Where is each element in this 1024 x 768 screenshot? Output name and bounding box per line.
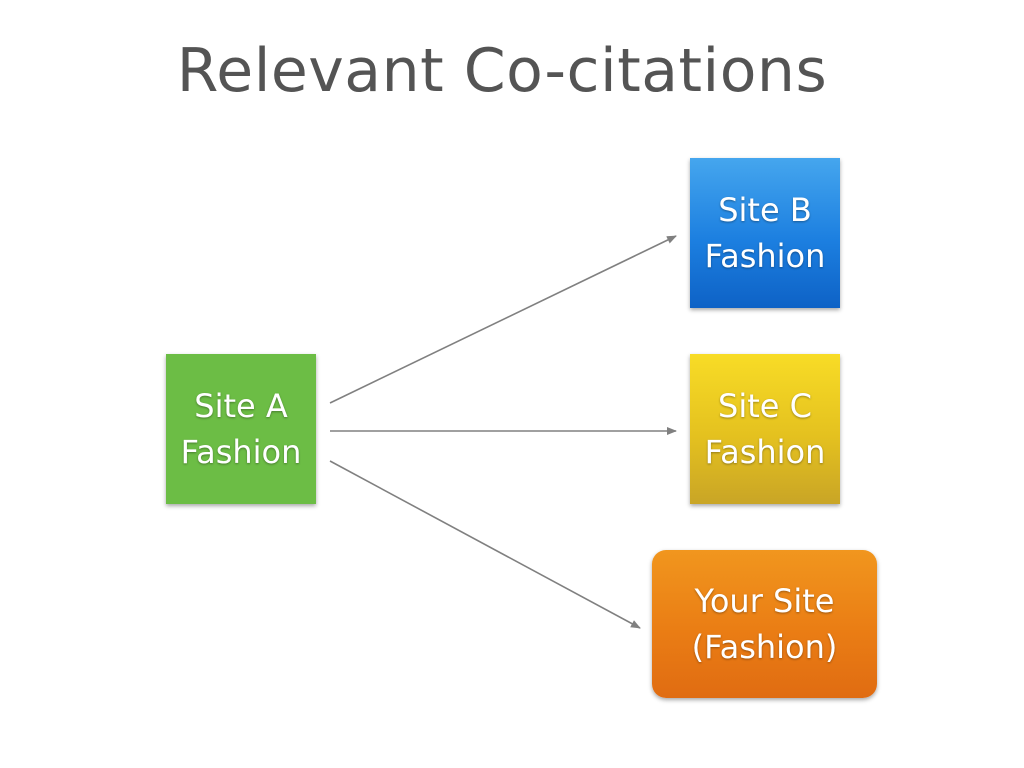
- node-site-c: Site C Fashion: [690, 354, 840, 504]
- node-site-b-line2: Fashion: [704, 237, 826, 275]
- node-your-site: Your Site (Fashion): [652, 550, 877, 698]
- arrow-a-to-your-site: [329, 460, 641, 629]
- node-site-c-line2: Fashion: [704, 433, 826, 471]
- node-your-site-line2: (Fashion): [691, 628, 838, 666]
- node-your-site-line1: Your Site: [694, 582, 835, 620]
- node-site-b-line1: Site B: [718, 191, 812, 229]
- slide-title: Relevant Co-citations: [176, 36, 828, 106]
- node-site-a-line1: Site A: [194, 387, 288, 425]
- node-site-b: Site B Fashion: [690, 158, 840, 308]
- node-site-a: Site A Fashion: [166, 354, 316, 504]
- node-site-a-line2: Fashion: [180, 433, 302, 471]
- arrow-a-to-b: [329, 235, 677, 404]
- node-site-c-line1: Site C: [718, 387, 812, 425]
